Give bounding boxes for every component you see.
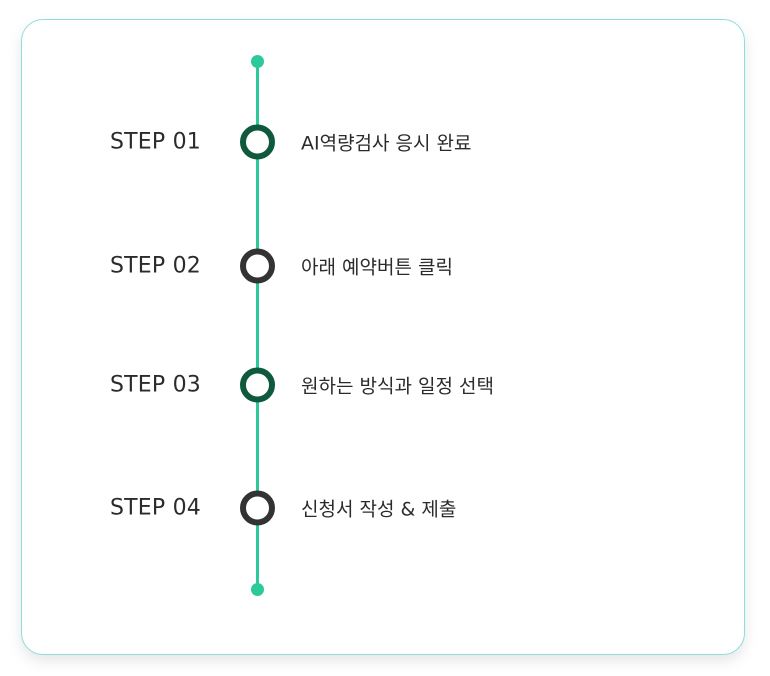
step-node-icon (240, 490, 275, 526)
timeline-line (256, 62, 259, 590)
step-row-3: STEP 03 원하는 방식과 일정 선택 (0, 365, 770, 405)
steps-card (21, 19, 745, 655)
step-description: AI역량검사 응시 완료 (301, 132, 472, 155)
step-row-2: STEP 02 아래 예약버튼 클릭 (0, 246, 770, 286)
step-label: STEP 01 (110, 129, 201, 155)
step-label: STEP 02 (110, 253, 201, 279)
step-description: 아래 예약버튼 클릭 (301, 256, 453, 279)
step-row-4: STEP 04 신청서 작성 & 제출 (0, 488, 770, 528)
timeline-end-dot (251, 583, 264, 596)
step-description: 원하는 방식과 일정 선택 (301, 375, 494, 398)
step-row-1: STEP 01 AI역량검사 응시 완료 (0, 122, 770, 162)
step-node-icon (240, 367, 275, 403)
step-label: STEP 04 (110, 495, 201, 521)
step-node-icon (240, 124, 275, 160)
timeline-start-dot (251, 55, 264, 68)
step-label: STEP 03 (110, 372, 201, 398)
step-node-icon (240, 248, 275, 284)
step-description: 신청서 작성 & 제출 (301, 498, 457, 521)
